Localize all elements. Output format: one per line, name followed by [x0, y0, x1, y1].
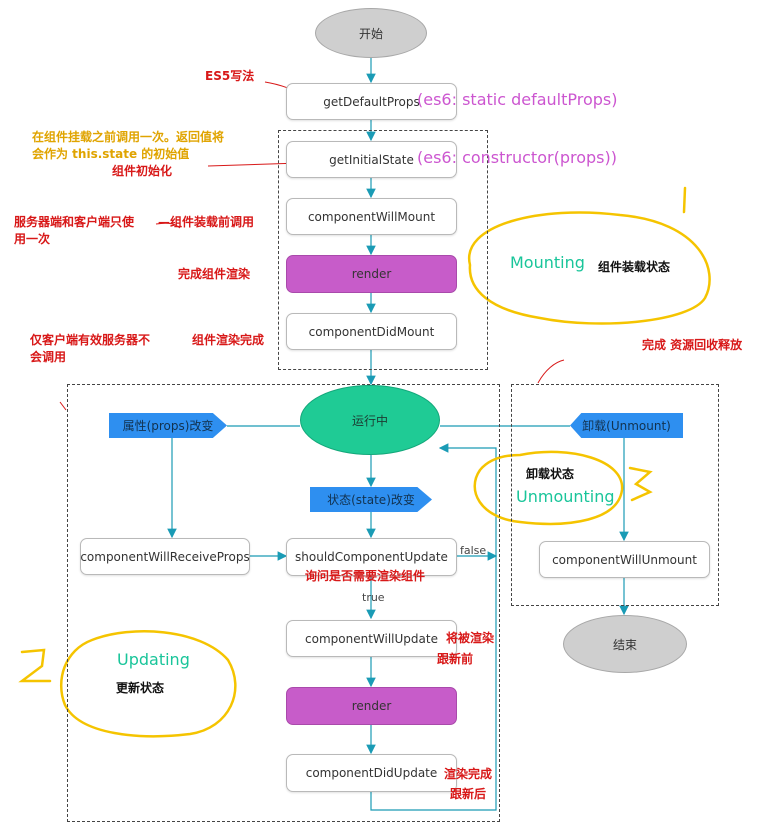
server-client-note-1: 服务器端和客户端只使: [14, 215, 135, 229]
component-did-mount-node: componentDidMount: [286, 313, 457, 350]
after-update-note-1: 渲染完成: [444, 767, 493, 781]
server-client-note-2: 用一次: [14, 232, 51, 246]
client-only-note-1: 仅客户端有效服务器不: [30, 333, 151, 347]
before-mount-call-note: —组件装载前调用: [158, 215, 255, 229]
false-label: false: [460, 544, 487, 557]
updating-label: Updating: [117, 650, 190, 669]
render-update-node: render: [286, 687, 457, 725]
client-only-note-2: 会调用: [30, 350, 67, 364]
component-did-update-node: componentDidUpdate: [286, 754, 457, 792]
unmounting-label: Unmounting: [516, 487, 615, 506]
init-note: 组件初始化: [112, 164, 173, 178]
end-node: 结束: [563, 615, 687, 673]
before-update-note-2: 跟新前: [437, 652, 474, 666]
unmount-tag: 卸载(Unmount): [570, 413, 683, 438]
render-complete-note: 组件渲染完成: [192, 333, 265, 347]
es6-constructor-note: (es6: constructor(props)): [417, 148, 617, 167]
es6-static-note: (es6: static defaultProps): [417, 90, 618, 109]
component-will-receive-props-node: componentWillReceiveProps: [80, 538, 250, 575]
get-initial-state-node: getInitialState: [286, 141, 457, 178]
running-node: 运行中: [300, 385, 440, 455]
es5-note: ES5写法: [205, 69, 255, 83]
should-component-update-node: shouldComponentUpdate: [286, 538, 457, 576]
state-change-tag: 状态(state)改变: [310, 487, 432, 512]
release-note: 完成 资源回收释放: [642, 338, 743, 352]
component-will-update-node: componentWillUpdate: [286, 620, 457, 657]
get-default-props-node: getDefaultProps: [286, 83, 457, 120]
after-update-note-2: 跟新后: [450, 787, 487, 801]
component-will-mount-node: componentWillMount: [286, 198, 457, 235]
render-mount-node: render: [286, 255, 457, 293]
before-mount-note-2: 会作为 this.state 的初始值: [32, 147, 190, 161]
updating-cn-label: 更新状态: [116, 681, 165, 695]
true-label: true: [362, 591, 385, 604]
unmounting-region: [511, 384, 719, 606]
props-change-tag: 属性(props)改变: [109, 413, 227, 438]
ask-render-note: 询问是否需要渲染组件: [305, 569, 426, 583]
start-node: 开始: [315, 8, 427, 58]
updating-region: [67, 384, 500, 822]
component-will-unmount-node: componentWillUnmount: [539, 541, 710, 578]
unmounting-cn-label: 卸载状态: [526, 467, 575, 481]
before-mount-note-1: 在组件挂载之前调用一次。返回值将: [32, 130, 225, 144]
mounting-cn-label: 组件装载状态: [598, 260, 671, 274]
mounting-label: Mounting: [510, 253, 585, 272]
mounting-region: [278, 130, 488, 370]
render-done-note: 完成组件渲染: [178, 267, 251, 281]
before-update-note-1: 将被渲染: [446, 631, 495, 645]
